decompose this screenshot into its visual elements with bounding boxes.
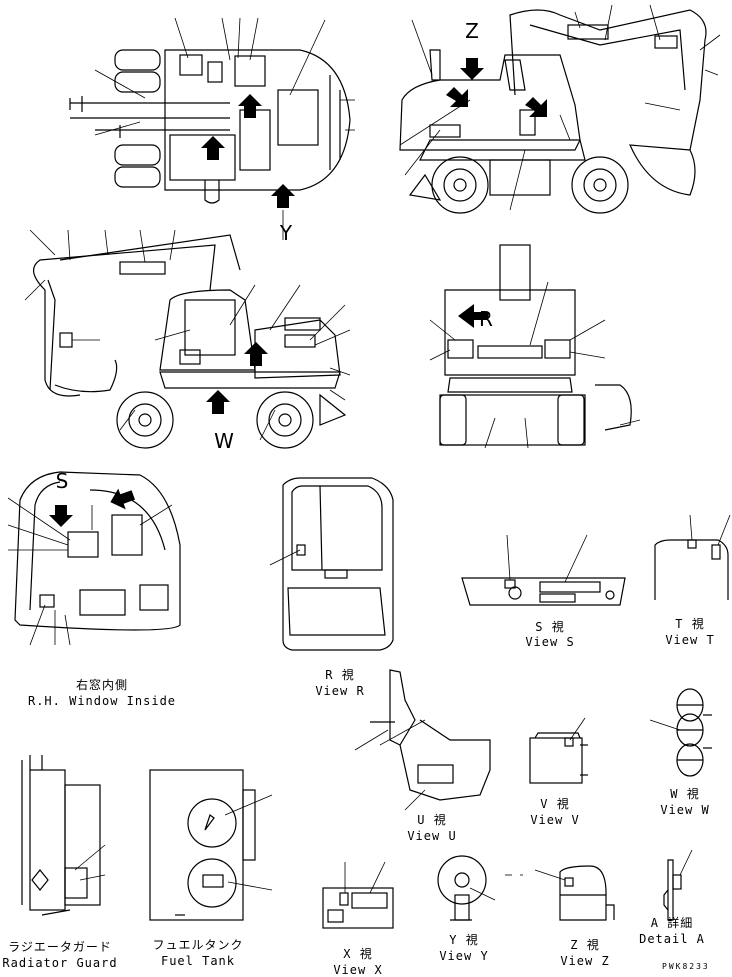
view-letter-r: R (479, 307, 493, 331)
side-view-right-leaders (399, 4, 721, 211)
caption-view-r-en: View R (315, 684, 365, 698)
plan-view-leaders (94, 17, 355, 240)
view-y-leaders (469, 874, 523, 901)
caption-detail-a-jp: A 詳細 (650, 916, 694, 930)
caption-detail-a-en: Detail A (639, 932, 705, 946)
fuel-tank (149, 769, 256, 921)
caption-radiator-en: Radiator Guard (2, 956, 118, 970)
caption-view-x-en: View X (333, 963, 383, 977)
side-view-left-leaders (24, 229, 351, 441)
caption-view-u-jp: U 視 (417, 813, 447, 827)
caption-view-s-jp: S 視 (535, 620, 565, 634)
caption-view-y-jp: Y 視 (449, 933, 479, 947)
detail-a-leaders (679, 849, 693, 876)
view-t-frame (654, 539, 729, 600)
view-y-part (437, 855, 487, 921)
detail-a-part (663, 859, 682, 921)
view-letter-w: W (214, 429, 234, 453)
caption-view-t-en: View T (665, 633, 715, 647)
side-view-left-arrows (206, 342, 268, 414)
caption-window-jp: 右窓内側 (75, 678, 129, 692)
view-r-leaders (269, 549, 301, 566)
caption-view-v-en: View V (530, 813, 580, 827)
view-t-leaders (689, 514, 731, 546)
side-view-right-arrows (446, 58, 547, 117)
caption-view-u-en: View U (407, 829, 457, 843)
window-inside-leaders (7, 497, 173, 646)
caption-window-en: R.H. Window Inside (27, 694, 177, 708)
caption-view-w-en: View W (660, 803, 710, 817)
view-v-box (529, 732, 588, 784)
drawing-reference: PWK8233 (662, 962, 710, 971)
radiator-guard-leaders (74, 844, 106, 881)
window-inside (14, 471, 181, 631)
caption-view-s-en: View S (525, 635, 575, 649)
caption-radiator-jp: ラジエータガード (8, 940, 112, 954)
side-view-left (33, 234, 347, 449)
view-w-lamps (676, 688, 712, 777)
caption-view-t-jp: T 視 (675, 617, 705, 631)
caption-fuel-jp: フュエルタンク (152, 938, 244, 952)
caption-view-v-jp: V 視 (540, 797, 570, 811)
caption-view-x-jp: X 視 (343, 947, 373, 961)
caption-view-y-en: View Y (439, 949, 489, 963)
caption-view-r-jp: R 視 (325, 668, 355, 682)
caption-fuel-en: Fuel Tank (160, 954, 236, 968)
plan-view-top (69, 49, 351, 204)
view-r-door (282, 477, 394, 651)
view-letter-y: Y (279, 221, 293, 245)
view-v-leaders (569, 717, 586, 741)
caption-view-w-jp: W 視 (670, 787, 700, 801)
caption-view-z-jp: Z 視 (570, 938, 600, 952)
view-z-part (559, 865, 615, 921)
fuel-tank-leaders (224, 794, 273, 891)
window-inside-arrows (49, 488, 135, 527)
view-z-leaders (534, 869, 566, 881)
view-u-seat (370, 669, 491, 801)
view-x-leaders (344, 861, 386, 894)
view-u-leaders (354, 719, 426, 811)
view-s-leaders (506, 534, 588, 583)
view-letter-z: Z (465, 19, 479, 43)
view-x-panel (322, 887, 394, 929)
view-w-leaders (649, 719, 681, 731)
radiator-guard (21, 755, 101, 916)
side-view-right (399, 9, 707, 214)
view-letter-s: S (55, 469, 69, 493)
rear-view (439, 244, 632, 446)
view-s-panel (461, 577, 626, 606)
plan-view-arrows (201, 94, 295, 208)
rear-view-arrow (458, 304, 488, 328)
rear-view-leaders (429, 281, 641, 449)
caption-view-z-en: View Z (560, 954, 610, 968)
